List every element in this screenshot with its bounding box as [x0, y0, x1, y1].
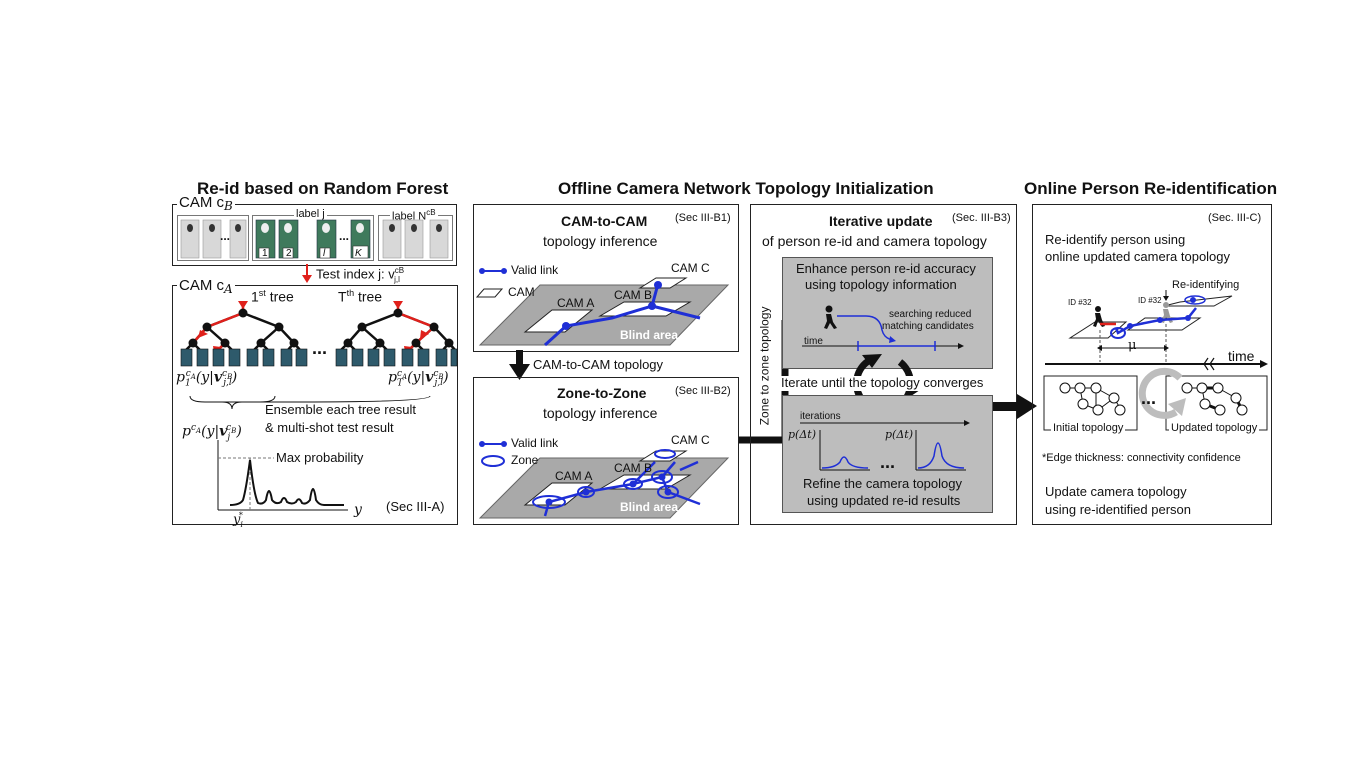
t-tree-label: Tth tree: [338, 288, 383, 305]
refine-line-2: using updated re-id results: [807, 493, 961, 508]
label-j-text: label j: [294, 208, 327, 221]
legend-zone: Zone: [511, 453, 539, 467]
reidentifying-label: Re-identifying: [1172, 279, 1240, 291]
p1-formula: p1cA(y|vcBj,l): [176, 369, 238, 389]
enhance-line-2: using topology information: [805, 277, 957, 292]
p-formula: pcA(y|vjcB): [182, 423, 242, 443]
legend-cam: CAM: [508, 285, 535, 299]
cam-b-label-1: CAM B: [614, 288, 653, 302]
ellipsis-gray: ...: [220, 229, 231, 243]
blind-area-1: Blind area: [620, 328, 679, 342]
label-n-text: label NcB: [390, 208, 438, 224]
search-line-2: matching candidates: [882, 321, 974, 332]
zone-to-zone-section: (Sec III-B2): [675, 385, 731, 397]
max-probability-label: Max probability: [276, 450, 364, 465]
cam-a-label-2: CAM A: [555, 469, 593, 483]
online-section: (Sec. III-C): [1208, 212, 1262, 224]
thumb-num-l: l: [323, 248, 326, 259]
gallery-group-gray-1: [177, 215, 249, 261]
cam-c-label-2: CAM C: [671, 433, 710, 447]
tree-dots: ...: [312, 338, 328, 358]
zone-to-zone-subtitle: topology inference: [543, 405, 658, 421]
iterative-title: Iterative update: [829, 213, 933, 229]
test-index-label: Test index j: vcBj,l: [316, 266, 405, 284]
thumb-num-2: 2: [286, 248, 292, 259]
search-line-1: searching reduced: [889, 309, 972, 320]
cam-a-label-1: CAM A: [557, 296, 595, 310]
ellipsis-green: ...: [339, 229, 350, 243]
cam-a-label: CAM cA: [177, 277, 235, 297]
updated-topology-label: Updated topology: [1169, 422, 1260, 435]
cam-to-cam-topology-label: CAM-to-CAM topology: [533, 357, 664, 372]
p-dt-label-2: p(Δt): [885, 428, 913, 441]
y-axis-label: y: [354, 502, 362, 518]
legend-valid-link: Valid link: [511, 263, 559, 277]
iterative-subtitle: of person re-id and camera topology: [762, 233, 987, 249]
legend-valid-link-2: Valid link: [511, 436, 559, 450]
update-line-2: using re-identified person: [1045, 502, 1191, 517]
update-line-1: Update camera topology: [1045, 484, 1187, 499]
refine-dots: ...: [880, 452, 896, 472]
walking-person-icon: [824, 305, 837, 329]
tree-panel: [172, 285, 458, 525]
iterative-panel: [750, 204, 1017, 525]
person-thumbnail-gray: [180, 219, 449, 259]
zone-to-zone-panel: [473, 377, 739, 525]
cam-to-cam-panel: [473, 204, 739, 352]
cam-c-label-1: CAM C: [671, 261, 710, 275]
first-tree-label: 1st tree: [251, 288, 294, 305]
iterations-label: iterations: [800, 411, 841, 422]
time-label-iter: time: [804, 336, 823, 347]
ensemble-line-2: & multi-shot test result: [265, 420, 394, 435]
refine-box: [782, 395, 993, 513]
edge-note: *Edge thickness: connectivity confidence: [1042, 452, 1241, 464]
cam-to-cam-subtitle: topology inference: [543, 233, 658, 249]
id-label-1: ID #32: [1068, 298, 1092, 307]
initial-topology-label: Initial topology: [1051, 422, 1126, 435]
p-dt-label-1: p(Δt): [788, 428, 816, 441]
ensemble-line-1: Ensemble each tree result: [265, 402, 417, 417]
iterative-section: (Sec. III-B3): [952, 212, 1011, 224]
id-label-2: ID #32: [1138, 296, 1162, 305]
refine-line-1: Refine the camera topology: [803, 476, 962, 491]
iterate-label: Iterate until the topology converges: [781, 375, 984, 391]
online-line-1: Re-identify person using: [1045, 232, 1186, 247]
blind-area-2: Blind area: [620, 500, 679, 514]
zone-to-zone-title: Zone-to-Zone: [557, 385, 647, 401]
enhance-line-1: Enhance person re-id accuracy: [796, 261, 976, 276]
enhance-box: [782, 257, 993, 369]
online-panel: [1032, 204, 1272, 525]
gallery-box: [172, 204, 457, 266]
cam-b-label: CAM cB: [177, 194, 235, 214]
title-online-reid: Online Person Re-identification: [1024, 179, 1278, 198]
mu-label: μ: [1128, 338, 1137, 353]
pT-formula: pTcA(y|vcBj,l): [388, 369, 449, 389]
title-offline-topology: Offline Camera Network Topology Initiali…: [558, 179, 934, 198]
cam-to-cam-section: (Sec III-B1): [675, 212, 731, 224]
cam-to-cam-title: CAM-to-CAM: [561, 213, 648, 229]
y-star-label: yi*: [233, 511, 243, 529]
title-reid-random-forest: Re-id based on Random Forest: [197, 179, 449, 198]
thumb-num-k: K: [355, 248, 362, 259]
online-dots: ...: [1141, 388, 1157, 408]
sec-iii-a: (Sec III-A): [386, 499, 445, 514]
time-label-online: time: [1228, 348, 1255, 364]
thumb-num-1: 1: [262, 248, 268, 259]
online-line-2: online updated camera topology: [1045, 249, 1231, 264]
cam-b-label-2: CAM B: [614, 461, 653, 475]
